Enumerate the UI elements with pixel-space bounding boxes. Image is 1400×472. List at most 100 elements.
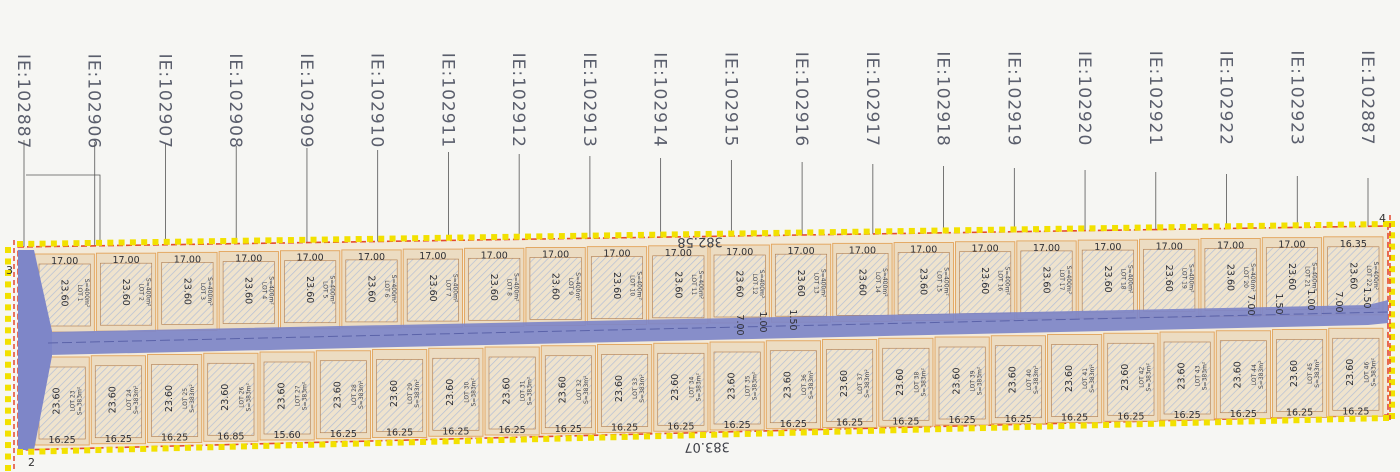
lot-number-label: LOT 31	[520, 380, 527, 401]
boundary-marker	[17, 241, 23, 247]
lot-width-label: 16.25	[611, 423, 638, 434]
boundary-marker	[208, 238, 215, 245]
boundary-marker	[604, 232, 611, 239]
boundary-marker	[800, 429, 807, 436]
boundary-marker	[1202, 223, 1209, 230]
lot-number-label: LOT 28	[351, 384, 358, 405]
building-footprint	[897, 252, 950, 315]
boundary-marker	[220, 238, 227, 245]
ie-label: IE:102920	[1074, 51, 1094, 146]
boundary-marker	[5, 338, 11, 345]
boundary-marker	[683, 231, 690, 238]
lot-number-label: LOT 37	[857, 373, 864, 394]
boundary-marker	[207, 444, 214, 451]
boundary-marker	[1383, 415, 1389, 421]
ie-label: IE:102918	[933, 51, 953, 146]
lot-width-label: 15.60	[274, 430, 301, 441]
lot-width-label: 16.25	[330, 429, 357, 440]
boundary-marker	[420, 438, 427, 445]
lot-number-label: LOT 20	[1242, 267, 1249, 288]
building-footprint	[769, 350, 817, 424]
lot-number-label: LOT 34	[688, 377, 695, 398]
boundary-marker	[162, 445, 169, 452]
boundary-marker	[610, 434, 617, 441]
boundary-marker	[17, 449, 23, 455]
building-footprint	[1051, 344, 1099, 417]
lot-number-label: LOT 23	[70, 390, 77, 411]
lot-area-label: S=400m²	[267, 276, 274, 305]
lot-width-label: 16.25	[780, 419, 807, 430]
building-footprint	[529, 257, 582, 320]
boundary-marker	[479, 234, 486, 241]
lot-area-label: S=400m²	[206, 277, 213, 306]
boundary-marker	[1191, 223, 1198, 230]
lot-width-label: 16.25	[161, 433, 188, 444]
lot-width-label: 17.00	[358, 252, 385, 263]
boundary-marker	[1123, 224, 1130, 231]
boundary-marker	[39, 448, 46, 455]
boundary-marker	[671, 231, 678, 238]
lot-depth-label: 23.60	[1102, 265, 1113, 292]
boundary-marker	[599, 434, 606, 441]
boundary-marker	[946, 425, 953, 432]
boundary-marker	[1157, 224, 1164, 231]
boundary-marker	[186, 238, 193, 245]
lot-area-label: S=383m²	[808, 370, 815, 399]
lot-width-label: 17.00	[1033, 243, 1060, 254]
boundary-marker	[558, 233, 565, 240]
boundary-marker	[632, 433, 639, 440]
boundary-marker	[1349, 221, 1356, 228]
boundary-marker	[1259, 418, 1266, 425]
boundary-marker	[621, 433, 628, 440]
boundary-marker	[829, 229, 836, 236]
boundary-marker	[296, 442, 303, 449]
leader-line-layer	[23, 140, 1369, 250]
boundary-marker	[1089, 225, 1096, 232]
building-footprint	[1204, 248, 1257, 311]
boundary-marker	[5, 396, 11, 403]
lot-area-label: S=383m²	[752, 371, 759, 400]
boundary-marker	[649, 231, 656, 238]
lot-width-label: 16.25	[1117, 411, 1144, 422]
lot-area-label: S=400m²	[1372, 262, 1379, 291]
boundary-marker	[677, 432, 684, 439]
road-dimension: 1.50	[1361, 287, 1372, 308]
boundary-marker	[1326, 221, 1333, 228]
boundary-marker	[117, 446, 124, 453]
boundary-marker	[61, 447, 68, 454]
boundary-marker	[999, 226, 1006, 233]
boundary-marker	[1371, 221, 1378, 228]
lot-depth-label: 23.60	[445, 379, 456, 406]
boundary-marker	[229, 443, 236, 450]
boundary-marker	[263, 442, 270, 449]
lot-number-label: LOT 24	[126, 389, 133, 410]
boundary-marker	[744, 430, 751, 437]
boundary-marker	[811, 429, 818, 436]
building-footprint	[345, 259, 398, 323]
boundary-marker	[240, 443, 247, 450]
lot-number-label: LOT 26	[238, 387, 245, 408]
boundary-marker	[789, 429, 796, 436]
lot-area-label: S=400m²	[145, 278, 152, 307]
ie-label: IE:102914	[650, 52, 670, 147]
lot-number-label: LOT 4	[260, 282, 267, 299]
lot-depth-label: 23.60	[1163, 265, 1174, 292]
boundary-marker	[890, 427, 897, 434]
boundary-marker	[694, 231, 701, 238]
lot-area-label: S=383m²	[133, 385, 140, 414]
ie-label: IE:102907	[154, 54, 174, 149]
lot-depth-label: 23.60	[895, 369, 906, 396]
building-footprint	[775, 253, 828, 317]
road-dimension: 7.00	[1245, 294, 1256, 315]
boundary-marker	[644, 433, 651, 440]
building-footprint	[1276, 339, 1324, 412]
